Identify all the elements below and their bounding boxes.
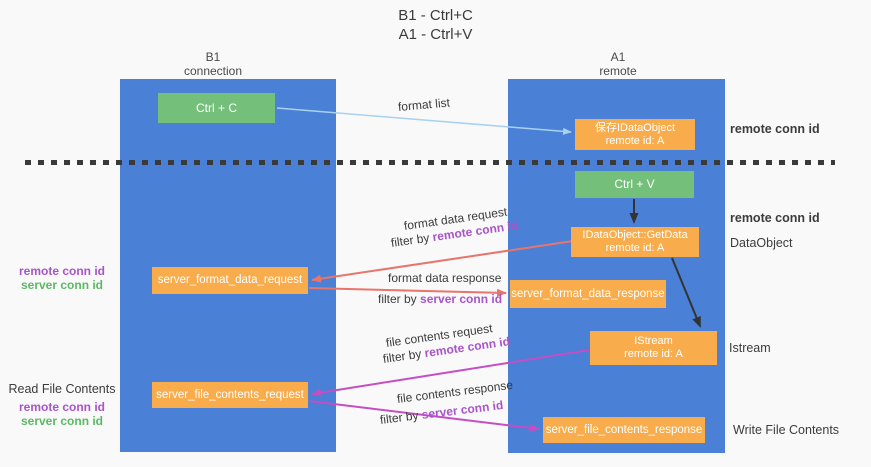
diagram-title: B1 - Ctrl+C A1 - Ctrl+V <box>0 6 871 44</box>
conn-id-labels-left-file: remote conn id server conn id <box>6 400 118 428</box>
server-conn-id-label-left-2: server conn id <box>20 414 104 428</box>
copy-paste-separator-line <box>25 160 835 165</box>
server-file-contents-response-label: server_file_contents_response <box>545 423 703 436</box>
title-line-1: B1 - Ctrl+C <box>398 7 473 24</box>
left-column-name: B1 <box>205 50 221 64</box>
conn-id-labels-left-format: remote conn id server conn id <box>6 264 118 292</box>
getdata-line1: IDataObject::GetData <box>582 229 688 241</box>
left-column-subtitle: connection <box>183 64 243 78</box>
istream-line2: remote id: A <box>624 348 683 360</box>
remote-conn-id-label-left-1: remote conn id <box>18 264 105 278</box>
format-data-response-label: format data response <box>388 271 502 285</box>
server-file-contents-response-box: server_file_contents_response <box>543 417 705 443</box>
server-file-contents-request-label: server_file_contents_request <box>156 388 304 401</box>
server-format-data-response-label: server_format_data_response <box>511 287 665 300</box>
read-file-contents-label: Read File Contents <box>8 382 116 396</box>
dataobject-label: DataObject <box>730 236 793 250</box>
getdata-line2: remote id: A <box>605 242 665 254</box>
server-format-data-request-label: server_format_data_request <box>157 274 303 286</box>
left-column-header: B1 connection <box>153 50 273 78</box>
remote-conn-id-label-left-2: remote conn id <box>18 400 105 414</box>
server-conn-id-text: server conn id <box>420 292 503 306</box>
right-column-subtitle: remote <box>599 64 637 78</box>
save-dataobject-line2: remote id: A <box>605 134 665 147</box>
format-list-label: format list <box>397 95 451 114</box>
ctrl-c-box: Ctrl + C <box>158 93 275 123</box>
right-column-header: A1 remote <box>558 50 678 78</box>
server-format-data-response-box: server_format_data_response <box>510 280 666 308</box>
istream-side-label: Istream <box>729 341 771 355</box>
filter-by-text: filter by <box>379 407 423 427</box>
filter-by-text: filter by <box>390 230 434 250</box>
save-dataobject-box: 保存IDataObject remote id: A <box>575 119 695 150</box>
filter-by-text: filter by <box>378 292 421 306</box>
filter-by-server-conn-id-label-format: filter by server conn id <box>378 292 502 306</box>
server-conn-id-label-left-1: server conn id <box>20 278 104 292</box>
remote-conn-id-label-top-right: remote conn id <box>730 122 820 136</box>
save-dataobject-line1: 保存IDataObject <box>594 121 676 134</box>
right-column-name: A1 <box>610 50 626 64</box>
remote-conn-id-label-mid-right: remote conn id <box>730 211 820 225</box>
title-line-2: A1 - Ctrl+V <box>398 26 473 43</box>
idataobject-getdata-box: IDataObject::GetData remote id: A <box>571 227 699 257</box>
ctrl-v-box: Ctrl + V <box>575 171 694 198</box>
server-file-contents-request-box: server_file_contents_request <box>152 382 308 408</box>
istream-box: IStream remote id: A <box>590 331 717 365</box>
write-file-contents-label: Write File Contents <box>733 423 840 437</box>
server-format-data-request-box: server_format_data_request <box>152 267 308 294</box>
ctrl-v-label: Ctrl + V <box>614 177 655 191</box>
ctrl-c-label: Ctrl + C <box>195 100 237 115</box>
istream-line1: IStream <box>634 335 673 347</box>
